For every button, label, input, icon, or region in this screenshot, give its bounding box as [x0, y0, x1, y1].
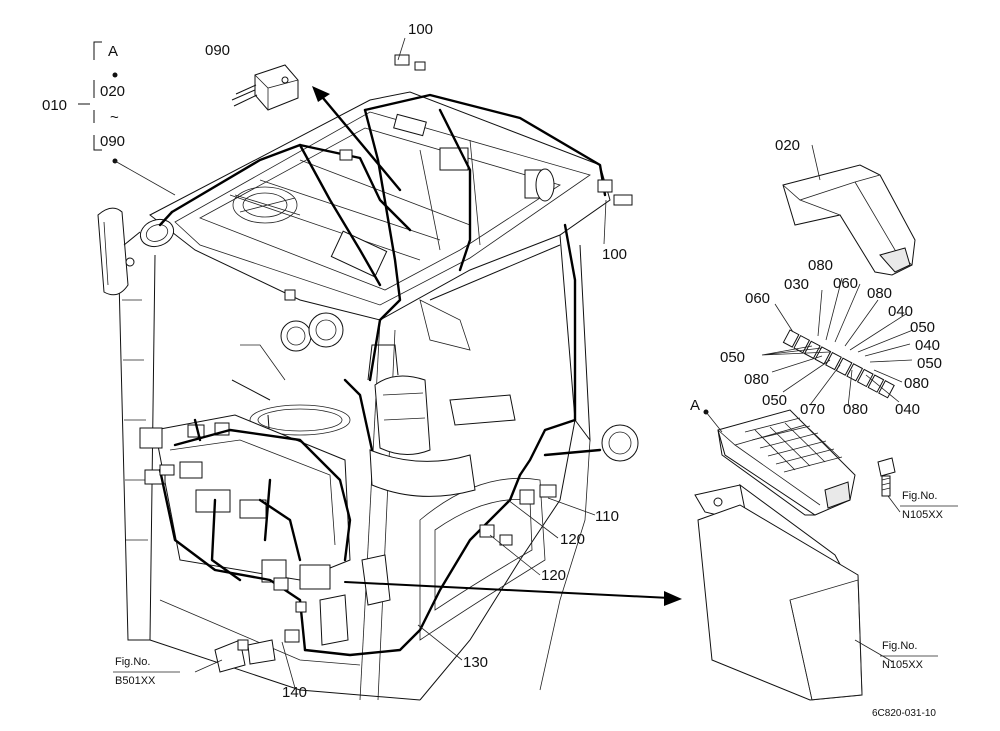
label-020-range: 020	[100, 83, 125, 100]
label-a-fuse: A	[690, 397, 700, 414]
label-fuse-040-c: 040	[895, 401, 920, 418]
label-130: 130	[463, 654, 488, 671]
fig-ref-1-line1: Fig.No.	[902, 490, 937, 502]
label-fuse-070: 070	[800, 401, 825, 418]
callout-group-bracket	[78, 41, 118, 164]
fig-ref-3-line1: Fig.No.	[115, 656, 150, 668]
dashboard	[139, 344, 391, 673]
label-090: 090	[205, 42, 230, 59]
label-fuse-050-d: 050	[762, 392, 787, 409]
label-100-right: 100	[602, 246, 627, 263]
label-tilde: ~	[110, 109, 119, 126]
leader-lines	[114, 37, 914, 689]
label-fuse-080-b: 080	[867, 285, 892, 302]
operator-seat	[367, 299, 516, 497]
label-fuse-040-b: 040	[915, 337, 940, 354]
left-mirror	[97, 207, 141, 296]
label-fuse-080-a: 080	[808, 257, 833, 274]
label-fuse-050-c: 050	[720, 349, 745, 366]
label-140: 140	[282, 684, 307, 701]
label-010: 010	[42, 97, 67, 114]
label-fuse-030: 030	[784, 276, 809, 293]
mounting-bolt	[877, 457, 896, 497]
part-020-fuse-cover	[782, 164, 916, 276]
label-fuse-080-c: 080	[904, 375, 929, 392]
wiring-harness-main	[158, 93, 607, 657]
harness-connectors	[159, 54, 633, 651]
label-fuse-080-d: 080	[744, 371, 769, 388]
label-a-top: A	[108, 43, 118, 60]
label-fuse-050-a: 050	[910, 319, 935, 336]
fuse-box-body	[717, 409, 856, 516]
drawing-code: 6C820-031-10	[872, 708, 936, 719]
part-090-connector	[231, 64, 299, 111]
cover-panel	[697, 504, 863, 701]
arrows	[312, 86, 682, 606]
label-120-a: 120	[560, 531, 585, 548]
figure-references: Fig.No. N105XX Fig.No. N105XX Fig.No. B5…	[113, 490, 958, 687]
label-fuse-050-b: 050	[917, 355, 942, 372]
fuse-set	[782, 329, 895, 399]
label-fuse-060-b: 060	[833, 275, 858, 292]
label-fuse-080-e: 080	[843, 401, 868, 418]
label-020: 020	[775, 137, 800, 154]
label-120-b: 120	[541, 567, 566, 584]
fig-ref-3-line2: B501XX	[115, 675, 156, 687]
callout-labels: 010 A 020 ~ 090 090 100 100 110 120 120 …	[42, 21, 942, 701]
label-fuse-060-a: 060	[745, 290, 770, 307]
lamps	[139, 168, 639, 462]
label-090-range: 090	[100, 133, 125, 150]
fig-ref-2-line2: N105XX	[882, 659, 924, 671]
label-110: 110	[595, 508, 619, 525]
label-100-top: 100	[408, 21, 433, 38]
label-fuse-040-a: 040	[888, 303, 913, 320]
fig-ref-1-line2: N105XX	[902, 509, 944, 521]
fig-ref-2-line1: Fig.No.	[882, 640, 917, 652]
